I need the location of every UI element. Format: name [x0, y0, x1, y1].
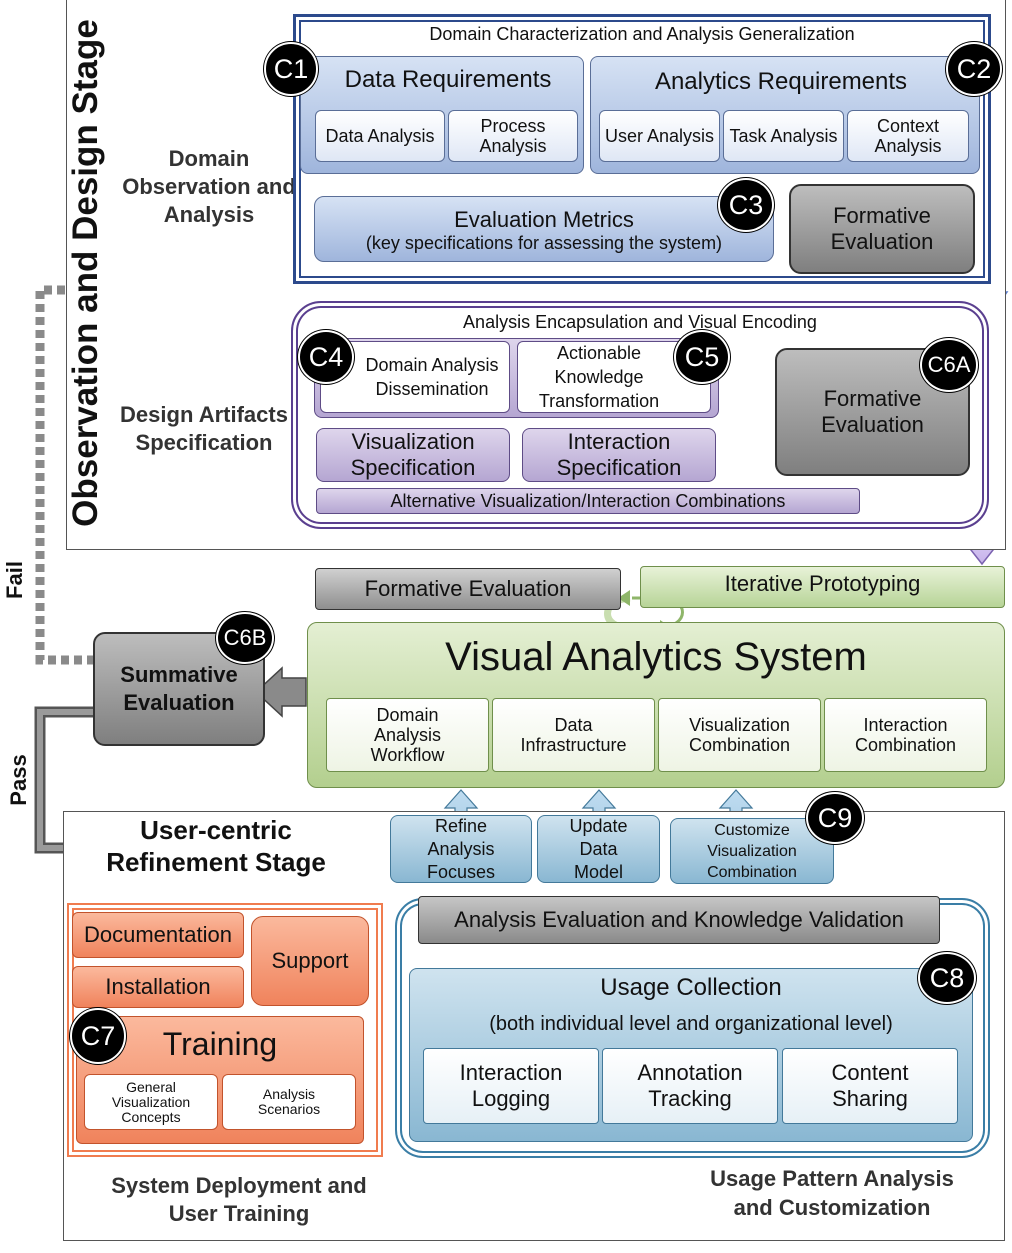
general-visualization-concepts-box: General Visualization Concepts — [84, 1074, 218, 1130]
evaluation-metrics-box: Evaluation Metrics (key specifications f… — [314, 196, 774, 262]
data-analysis-box: Data Analysis — [315, 110, 445, 162]
badge-c9: C9 — [806, 792, 864, 844]
observation-stage-title: Observation and Design Stage — [66, 19, 105, 527]
badge-c3: C3 — [718, 178, 774, 232]
data-infrastructure-box: Data Infrastructure — [492, 698, 655, 772]
alternative-combinations-box: Alternative Visualization/Interaction Co… — [316, 488, 860, 514]
context-analysis-box: Context Analysis — [847, 110, 969, 162]
fail-path — [35, 285, 95, 665]
usage-collection-subtitle: (both individual level and organizationa… — [489, 1013, 893, 1035]
system-formative-evaluation-box: Formative Evaluation — [315, 568, 621, 610]
domain-observation-label: Domain Observation and Analysis — [122, 146, 296, 227]
iterative-prototyping-box: Iterative Prototyping — [640, 566, 1005, 608]
annotation-tracking-box: Annotation Tracking — [602, 1048, 778, 1124]
badge-c6a: C6A — [920, 338, 978, 392]
design-formative-evaluation-box: Formative Evaluation — [775, 348, 970, 476]
pass-path-inner — [37, 709, 95, 851]
interaction-logging-box: Interaction Logging — [423, 1048, 599, 1124]
refine-analysis-focuses-box: Refine Analysis Focuses — [390, 815, 532, 883]
task-analysis-box: Task Analysis — [723, 110, 844, 162]
process-analysis-box: Process Analysis — [448, 110, 578, 162]
observation-stage-title-wrap: Observation and Design Stage — [58, 8, 114, 538]
update-data-model-box: Update Data Model — [537, 815, 660, 883]
pass-label: Pass — [6, 754, 31, 806]
domain-analysis-workflow-box: Domain Analysis Workflow — [326, 698, 489, 772]
installation-box: Installation — [72, 966, 244, 1008]
pass-label-wrap: Pass — [4, 750, 34, 810]
badge-c5: C5 — [674, 330, 730, 384]
evaluation-metrics-subtitle: (key specifications for assessing the sy… — [365, 233, 723, 253]
analysis-encapsulation-title: Analysis Encapsulation and Visual Encodi… — [463, 312, 817, 332]
visual-analytics-system-title: Visual Analytics System — [445, 634, 867, 679]
usage-collection-title: Usage Collection — [600, 974, 782, 1001]
interaction-combination-box: Interaction Combination — [824, 698, 987, 772]
badge-c6b: C6B — [216, 612, 274, 664]
domain-characterization-frame — [293, 14, 991, 284]
usage-pattern-label: Usage Pattern Analysis and Customization — [710, 1166, 954, 1220]
analysis-encapsulation-frame — [291, 301, 989, 529]
training-title: Training — [162, 1025, 278, 1062]
badge-c7: C7 — [70, 1008, 126, 1064]
analytics-requirements-title: Analytics Requirements — [654, 68, 908, 95]
support-box: Support — [251, 916, 369, 1006]
badge-c1: C1 — [264, 42, 318, 96]
visualization-combination-box: Visualization Combination — [658, 698, 821, 772]
user-analysis-box: User Analysis — [599, 110, 720, 162]
interaction-specification-box: Interaction Specification — [522, 428, 716, 482]
badge-c2: C2 — [946, 42, 1002, 96]
system-deployment-label: System Deployment and User Training — [111, 1173, 367, 1226]
design-artifacts-label: Design Artifacts Specification — [120, 402, 288, 455]
documentation-box: Documentation — [72, 912, 244, 958]
data-requirements-title: Data Requirements — [344, 66, 552, 93]
domain-analysis-dissemination-box: Domain Analysis Dissemination — [320, 341, 510, 413]
badge-c4: C4 — [298, 330, 354, 384]
visualization-specification-box: Visualization Specification — [316, 428, 510, 482]
content-sharing-box: Content Sharing — [782, 1048, 958, 1124]
refinement-stage-title: User-centric Refinement Stage — [106, 815, 326, 877]
analysis-evaluation-validation-box: Analysis Evaluation and Knowledge Valida… — [418, 896, 940, 944]
evaluation-metrics-title: Evaluation Metrics — [454, 207, 634, 232]
arrow-system-to-summative — [254, 666, 307, 718]
deployment-frame — [67, 903, 383, 1157]
badge-c8: C8 — [918, 952, 976, 1004]
cycle-arrow-green-head — [618, 590, 630, 606]
domain-formative-evaluation-box: Formative Evaluation — [789, 184, 975, 274]
fail-label-wrap: Fail — [0, 555, 30, 605]
customize-visualization-combination-box: Customize Visualization Combination — [670, 818, 834, 884]
analysis-scenarios-box: Analysis Scenarios — [222, 1074, 356, 1130]
fail-label: Fail — [2, 561, 27, 599]
domain-characterization-title: Domain Characterization and Analysis Gen… — [429, 24, 855, 44]
